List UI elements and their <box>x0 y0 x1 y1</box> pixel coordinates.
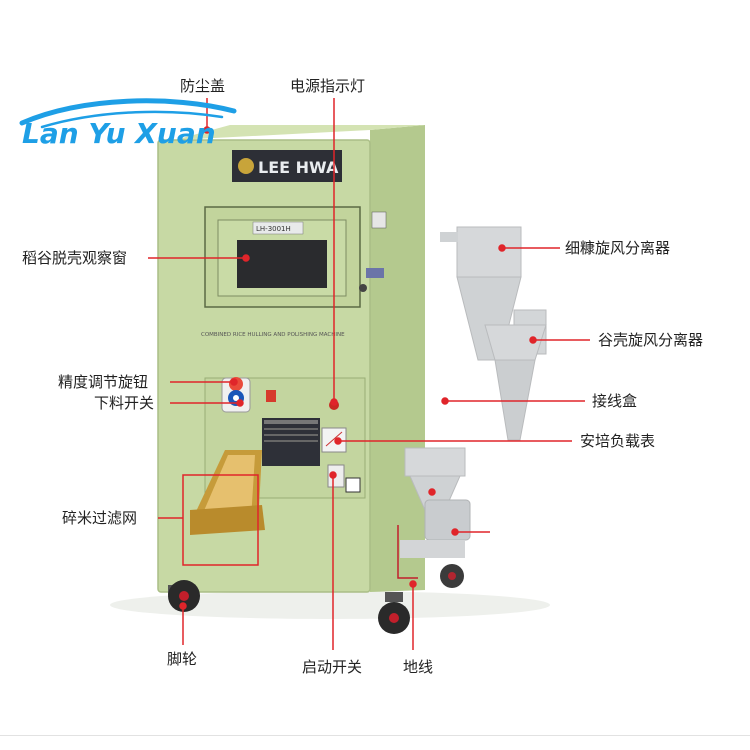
model-plate <box>252 221 304 235</box>
observation-window <box>237 240 327 288</box>
cabinet-side <box>370 125 425 592</box>
logo-swoosh <box>19 98 237 129</box>
label-dust-cover: 防尘盖 <box>180 77 226 95</box>
caster-left <box>168 580 200 612</box>
bottom-divider <box>0 735 750 736</box>
svg-text:LH-3001H: LH-3001H <box>256 225 291 233</box>
label-precision-knob: 精度调节旋钮 <box>58 373 149 391</box>
label-discharge-switch: 下料开关 <box>94 394 155 412</box>
label-ammeter: 安培负载表 <box>580 432 656 450</box>
label-power-indicator: 电源指示灯 <box>290 77 366 95</box>
label-ground-wire: 地线 <box>403 658 434 676</box>
brand-text: LEE HWA <box>258 158 339 177</box>
logo-text: Lan Yu Xuan <box>22 117 216 150</box>
caster-back <box>440 564 464 588</box>
label-start-switch: 启动开关 <box>302 658 363 676</box>
caster-right <box>378 592 410 634</box>
discharge-switch <box>266 390 276 402</box>
label-caster: 脚轮 <box>167 650 198 668</box>
label-fine-bran-cyclone: 细糠旋风分离器 <box>565 239 671 257</box>
label-broken-rice-screen: 碎米过滤网 <box>62 509 138 527</box>
fine-bran-cyclone <box>456 226 522 278</box>
svg-text:COMBINED RICE HULLING AND POLI: COMBINED RICE HULLING AND POLISHING MACH… <box>201 332 345 338</box>
ammeter <box>321 427 347 453</box>
ground-wire <box>397 525 418 579</box>
label-observation-window: 稻谷脱壳观察窗 <box>22 249 128 267</box>
label-junction-box: 接线盒 <box>592 392 638 410</box>
machine-banner <box>197 322 367 344</box>
dust-cover <box>175 125 425 140</box>
label-husk-cyclone: 谷壳旋风分离器 <box>598 331 704 349</box>
brand-emblem <box>238 158 254 174</box>
